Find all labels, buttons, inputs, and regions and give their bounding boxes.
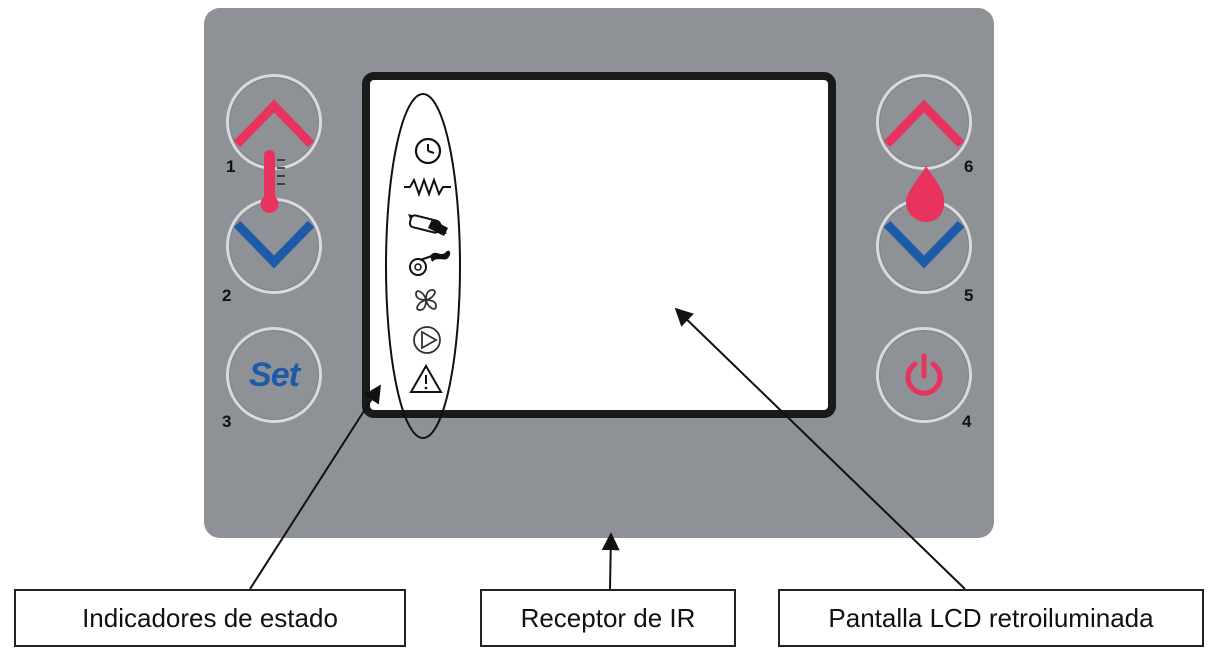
callout-lcd-display: Pantalla LCD retroiluminada — [778, 589, 1204, 647]
water-down-button[interactable] — [876, 198, 972, 294]
temp-up-button[interactable] — [226, 74, 322, 170]
power-button[interactable] — [876, 327, 972, 423]
lcd-screen — [362, 72, 836, 418]
set-button-label: Set — [249, 355, 300, 394]
chevron-up-icon — [233, 99, 315, 148]
set-button[interactable]: Set — [226, 327, 322, 423]
temp-down-button[interactable] — [226, 198, 322, 294]
button-number-5: 5 — [964, 286, 974, 305]
callout-ir-receiver: Receptor de IR — [480, 589, 736, 647]
chevron-up-icon — [883, 99, 965, 148]
water-up-button[interactable] — [876, 74, 972, 170]
button-number-3: 3 — [222, 412, 232, 431]
button-number-6: 6 — [964, 157, 974, 176]
button-number-2: 2 — [222, 286, 232, 305]
button-number-4: 4 — [962, 412, 972, 431]
callout-status-indicators: Indicadores de estado — [14, 589, 406, 647]
button-number-1: 1 — [226, 157, 236, 176]
power-icon — [905, 353, 943, 396]
chevron-down-icon — [883, 220, 965, 269]
chevron-down-icon — [233, 220, 315, 269]
ir-leader-line — [601, 532, 620, 590]
